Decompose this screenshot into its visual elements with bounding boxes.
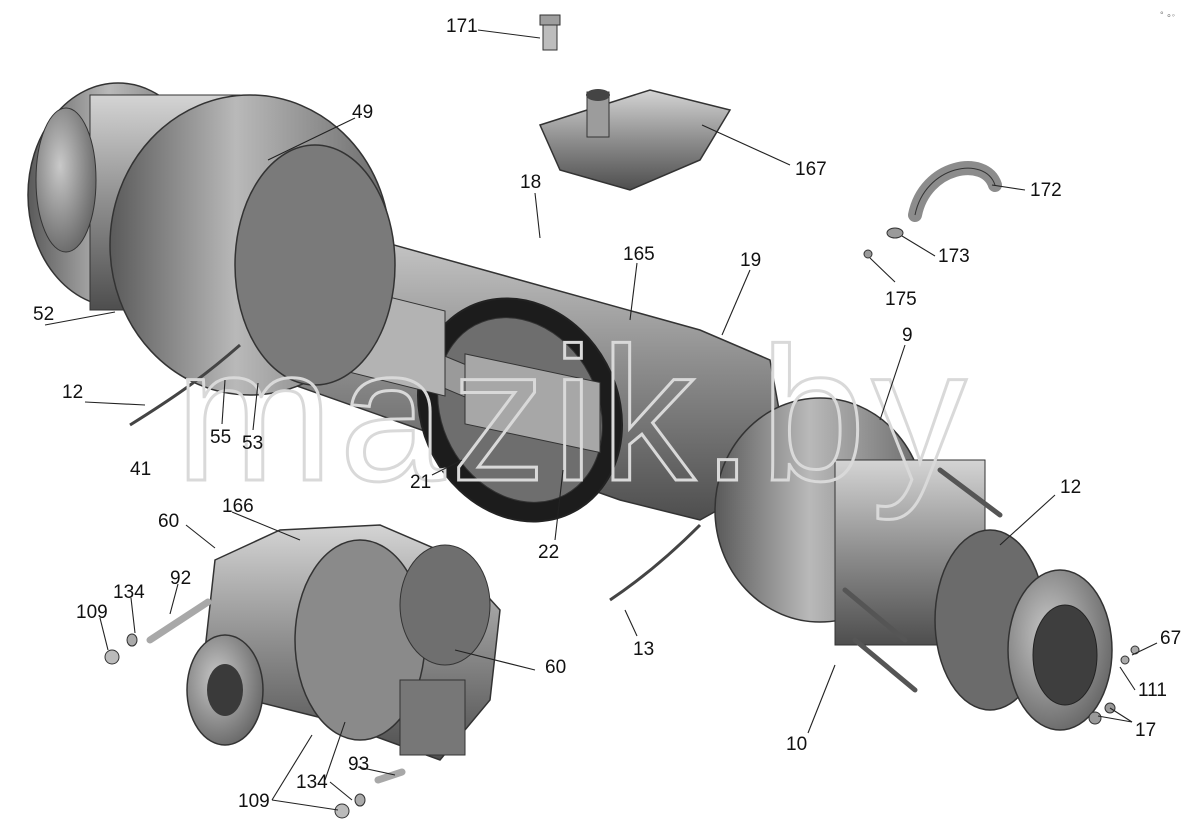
watermark-text: mazik.by [175,309,973,521]
sensor-cables [129,343,702,602]
label-part-60-top: 60 [158,511,179,532]
label-part-172: 172 [1030,180,1062,201]
fasteners [104,598,1140,819]
label-part-9: 9 [902,325,913,346]
right-hub-drum [714,397,1113,731]
label-part-111: 111 [1138,680,1167,701]
label-part-173: 173 [938,246,970,267]
label-part-67: 67 [1160,628,1181,649]
label-part-171: 171 [446,16,478,37]
label-part-17: 17 [1135,720,1156,741]
label-part-13: 13 [633,639,654,660]
label-part-22: 22 [538,542,559,563]
label-part-10: 10 [786,734,807,755]
label-part-19: 19 [740,250,761,271]
label-part-134-top: 134 [113,582,145,603]
label-part-109-top: 109 [76,602,108,623]
label-part-53: 53 [242,433,263,454]
label-part-134-bottom: 134 [296,772,328,793]
part-labels: 171 49 167 18 172 165 19 173 175 52 9 12… [33,16,1181,812]
label-part-166: 166 [222,496,254,517]
label-part-167: 167 [795,159,827,180]
label-part-12-right: 12 [1060,477,1081,498]
left-hub-drum [27,82,396,396]
corner-mark: ° ∘◦ [1160,10,1175,20]
label-part-21: 21 [410,472,431,493]
label-part-12-left: 12 [62,382,83,403]
bolt [539,14,561,51]
leader-lines [44,29,1158,811]
label-part-60-right: 60 [545,657,566,678]
label-part-93: 93 [348,754,369,775]
label-part-109-bottom: 109 [238,791,270,812]
spring-bracket [538,89,732,191]
label-part-18: 18 [520,172,541,193]
label-part-41: 41 [130,459,151,480]
differential [186,524,501,761]
label-part-49: 49 [352,102,373,123]
label-part-175: 175 [885,289,917,310]
label-part-92: 92 [170,568,191,589]
label-part-55: 55 [210,427,231,448]
handle-set [863,161,1002,259]
label-part-165: 165 [623,244,655,265]
label-part-52: 52 [33,304,54,325]
